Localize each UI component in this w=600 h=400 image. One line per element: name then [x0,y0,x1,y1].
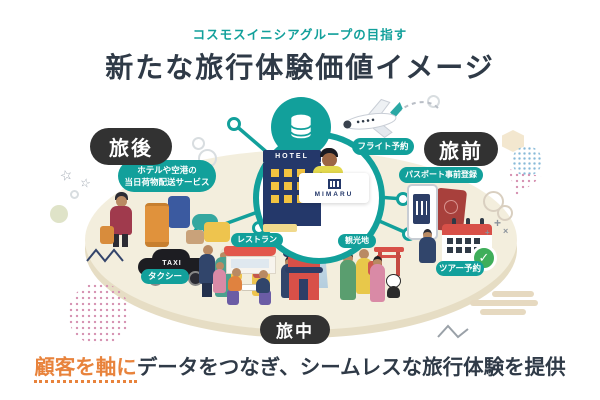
concierge-head [322,153,337,167]
footer-highlight: 顧客を軸に [34,356,137,383]
cloud-bar-decoration [508,300,538,306]
panda-icon [387,286,400,298]
stamp-glyph [416,201,427,215]
phase-badge-after: 旅後 [90,128,172,165]
driver-body [199,254,215,284]
plane-trail [397,101,439,113]
porter-legs [113,234,119,247]
kimono-woman-body [370,264,385,302]
service-pill-delivery: ホテルや空港の 当日荷物配送サービス [118,160,216,192]
torii-gate-icon [377,255,401,258]
temple-roof [285,267,323,273]
kimono-woman-body [340,260,356,300]
service-pill-delivery-line1: ホテルや空港の [137,164,197,175]
service-pill-tour: ツアー予約 [436,261,484,276]
guide-body [419,237,436,263]
torii-gate-icon [374,247,404,252]
driver-legs [202,283,212,297]
sparkle-decoration: × [503,226,509,236]
dotted-circle-decoration [68,283,130,345]
phase-badge-during: 旅中 [260,315,330,344]
circle-decoration [50,205,68,223]
porter-head [116,196,127,207]
database-icon [290,114,312,139]
kimono-woman-head [373,256,382,268]
service-pill-passport: パスポート事前登録 [399,167,483,183]
eyebrow-text: コスモスイニシアグループの目指す [192,28,408,42]
circle-decoration [497,205,513,221]
guide-head [423,229,432,241]
torii-post [396,252,400,276]
hotel-entrance [263,224,297,232]
brand-logo [327,178,341,189]
luggage-icon [186,230,204,244]
driver-head [203,245,213,255]
restaurant-chair [227,290,239,305]
calendar-peg [466,218,470,227]
hotel-sign: HOTEL [263,150,321,163]
restaurant-chair [259,290,271,305]
taxi-sign-label: TAXI [162,260,182,267]
server-head [216,262,224,270]
concierge-hair [320,148,338,157]
service-pill-sightseeing: 観光地 [338,234,376,248]
calendar-peg [452,218,456,227]
zigzag-decoration [437,324,469,339]
footer-message: 顧客を軸にデータをつなぎ、シームレスな旅行体験を提供 [0,350,600,383]
cloud-bar-decoration [470,300,514,306]
diner-body [228,276,242,291]
calendar-peg [480,218,484,227]
service-pill-flight: フライト予約 [352,138,414,155]
page-title: 新たな旅行体験価値イメージ [105,52,495,83]
cloud-bar-decoration [492,291,534,297]
restaurant-window [231,259,269,268]
zigzag-decoration [86,248,124,263]
luggage-icon [168,196,190,228]
temple-door [299,279,308,300]
luggage-icon [145,203,169,247]
circle-decoration [483,191,504,212]
porter-body [110,206,132,235]
diner-head [259,270,268,279]
cloud-bar-decoration [480,309,526,315]
sparkle-decoration: + [494,216,502,230]
porter-legs [122,234,128,247]
footer-body: データをつなぎ、シームレスな旅行体験を提供 [136,356,566,379]
database-circle [271,97,331,157]
service-pill-taxi: タクシー [141,269,189,284]
airplane-icon [343,98,403,139]
hexagon-decoration [502,130,524,152]
circle-decoration [192,137,205,150]
brand-card: MIMARU [299,173,369,203]
calendar-check-icon [442,224,492,235]
restaurant-awning [224,246,276,256]
circle-decoration [70,190,79,199]
circle-decoration [427,95,440,108]
server-body [213,269,226,293]
sparkle-decoration: + [485,228,490,237]
phase-badge-before: 旅前 [424,132,498,166]
backpacker-head [359,249,369,259]
diner-body [256,278,270,293]
service-pill-delivery-line2: 当日荷物配送サービス [124,177,210,187]
brand-name: MIMARU [314,190,354,198]
luggage-icon [100,226,114,244]
diner-head [232,268,241,277]
luggage-icon [204,222,230,242]
service-pill-restaurant: レストラン [231,233,283,247]
